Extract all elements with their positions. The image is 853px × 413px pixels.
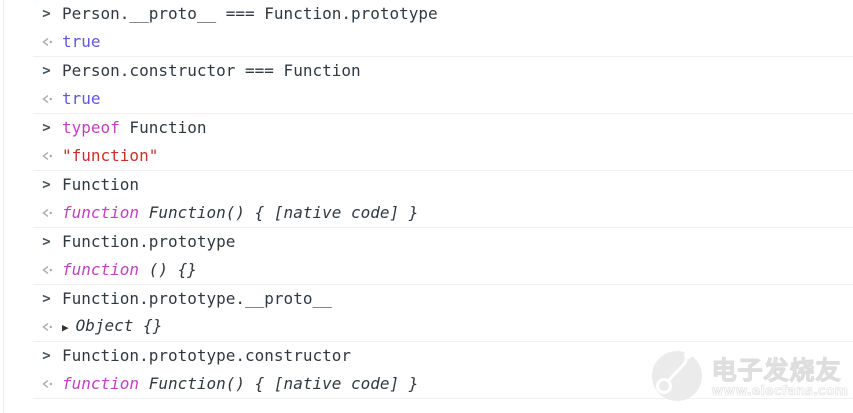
code-segment-boolean: true <box>62 32 101 51</box>
code-segment-keyword: function <box>62 374 140 393</box>
panel-left-border <box>3 0 4 413</box>
console-input-row: > Function.prototype.__proto__ <box>33 285 853 313</box>
console-input-row: > Person.constructor === Function <box>33 57 853 85</box>
arrow-left-dot-icon <box>39 150 54 162</box>
chevron-right-icon: > <box>42 177 51 193</box>
console-result-row: true <box>33 85 853 113</box>
console-group: > Function.prototype.constructor function … <box>33 342 853 399</box>
code-segment-plain: () {} <box>139 260 197 279</box>
console-result-row: function () {} <box>33 256 853 284</box>
console-result-row: function Function() { [native code] } <box>33 370 853 398</box>
console-message-text: ▶ Object {} <box>62 312 162 342</box>
console-group: > Function.prototype.__proto__ ▶ Object {} <box>33 285 853 342</box>
console-group: > Function.prototype function () {} <box>33 228 853 285</box>
code-segment-plain: Function <box>119 118 207 137</box>
code-segment-plain: Function() { [native code] } <box>139 374 419 393</box>
console-log: > Person.__proto__ === Function.prototype… <box>33 0 853 399</box>
console-input-row: > Function.prototype.constructor <box>33 342 853 370</box>
code-segment-plain: Function.prototype.constructor <box>62 346 351 365</box>
console-result-row: true <box>33 28 853 56</box>
console-group: > Person.__proto__ === Function.prototype… <box>33 0 853 57</box>
console-message-text: Function <box>62 171 139 199</box>
console-message-text: true <box>62 28 101 56</box>
console-input-row: > Function <box>33 171 853 199</box>
console-result-row: function Function() { [native code] } <box>33 199 853 227</box>
code-segment-boolean: true <box>62 89 101 108</box>
arrow-left-dot-icon <box>39 207 54 219</box>
arrow-left-dot-icon <box>39 93 54 105</box>
console-message-text: "function" <box>62 142 158 170</box>
arrow-left-dot-icon <box>39 264 54 276</box>
console-input-row: > typeof Function <box>33 114 853 142</box>
console-result-row: ▶ Object {} <box>33 313 853 341</box>
code-segment-plain: Object {} <box>75 316 163 335</box>
code-segment-plain: Person.__proto__ === Function.prototype <box>62 4 438 23</box>
chevron-right-icon: > <box>42 234 51 250</box>
console-message-text: Person.constructor === Function <box>62 57 361 85</box>
console-message-text: Person.__proto__ === Function.prototype <box>62 0 438 28</box>
console-message-text: typeof Function <box>62 114 207 142</box>
code-segment-plain: Function.prototype <box>62 232 236 251</box>
console-input-row: > Function.prototype <box>33 228 853 256</box>
console-message-text: Function.prototype.constructor <box>62 342 351 370</box>
console-input-row: > Person.__proto__ === Function.prototype <box>33 0 853 28</box>
chevron-right-icon: > <box>42 6 51 22</box>
code-segment-plain: Person.constructor === Function <box>62 61 361 80</box>
arrow-left-dot-icon <box>39 321 54 333</box>
chevron-right-icon: > <box>42 63 51 79</box>
code-segment-plain: Function.prototype.__proto__ <box>62 289 332 308</box>
console-message-text: true <box>62 85 101 113</box>
console-result-row: "function" <box>33 142 853 170</box>
code-segment-keyword: typeof <box>62 118 120 137</box>
arrow-left-dot-icon <box>39 36 54 48</box>
console-group: > Function function Function() { [native c… <box>33 171 853 228</box>
arrow-left-dot-icon <box>39 378 54 390</box>
code-segment-plain: Function <box>62 175 140 194</box>
console-group: > Person.constructor === Function true <box>33 57 853 114</box>
code-segment-plain: Function() { [native code] } <box>139 203 419 222</box>
triangle-right-icon[interactable]: ▶ <box>62 321 69 334</box>
console-message-text: Function.prototype <box>62 228 235 256</box>
chevron-right-icon: > <box>42 291 51 307</box>
console-message-text: Function.prototype.__proto__ <box>62 285 332 313</box>
code-segment-string: "function" <box>62 146 159 165</box>
console-message-text: function Function() { [native code] } <box>62 370 418 398</box>
console-group: > typeof Function "function" <box>33 114 853 171</box>
chevron-right-icon: > <box>42 120 51 136</box>
code-segment-keyword: function <box>62 203 140 222</box>
console-message-text: function Function() { [native code] } <box>62 199 418 227</box>
code-segment-keyword: function <box>62 260 140 279</box>
console-message-text: function () {} <box>62 256 197 284</box>
chevron-right-icon: > <box>42 348 51 364</box>
